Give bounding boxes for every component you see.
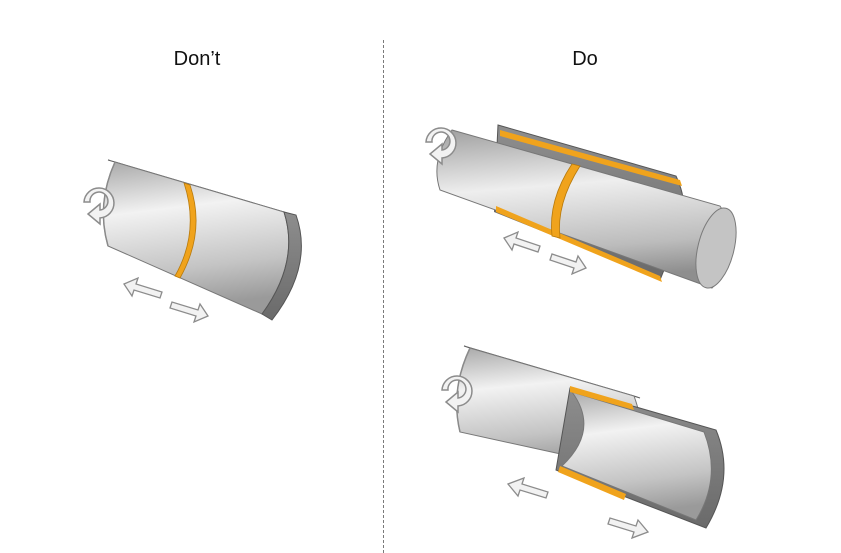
dont-shell-left-opening [102,161,116,247]
do-bottom-left-opening [455,347,471,433]
do-bottom-right-shell [561,391,712,521]
left-arrow-icon [506,476,549,499]
heading-dont: Don’t [173,48,221,70]
panel-divider [383,40,384,553]
dont-weld-seam [174,182,197,279]
do-top-weld-ring [551,163,581,239]
rotate-clockwise-icon [441,375,473,414]
heading-do: Do [572,48,598,70]
do-bottom-weld-lower [558,466,626,500]
right-arrow-icon [607,517,650,540]
do-bottom-weld-upper [570,386,634,410]
double-arrow-icon [123,276,209,324]
dont-shell-end-rim [261,211,302,321]
do-top-weld-upper [500,130,682,186]
do-top-assembly [436,124,737,289]
rotate-clockwise-icon [83,187,115,226]
do-top-weld-lower [496,206,662,282]
rotate-clockwise-icon [425,127,457,166]
double-arrow-icon [503,230,587,276]
do-bottom-assembly [455,345,725,529]
dont-pipe-assembly [102,159,302,321]
do-top-rod-end [695,207,737,289]
